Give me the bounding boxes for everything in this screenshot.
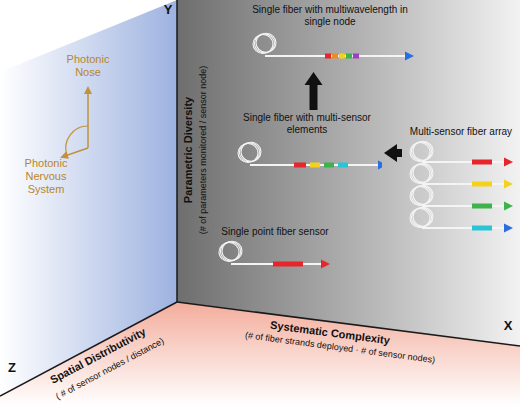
fiber-coil <box>412 164 432 183</box>
floor <box>0 302 520 406</box>
sensor-element <box>472 226 492 231</box>
fiber-coil <box>240 143 260 162</box>
fiber-coil <box>413 141 433 160</box>
illustration-heading: Multi-sensor fiber array <box>404 126 518 138</box>
sensor-element <box>273 262 303 267</box>
illustration-heading: Single point fiber sensor <box>215 226 335 238</box>
axis-letter: Z <box>8 360 16 376</box>
fiber-coil <box>412 208 432 227</box>
sensor-element <box>472 182 492 187</box>
sensor-element <box>353 54 359 59</box>
sensor-element <box>338 163 348 168</box>
fiber-drawing <box>232 138 382 180</box>
axis-subtitle: (# of parameters monitored / sensor node… <box>198 66 209 235</box>
fiber-drawing <box>245 30 415 70</box>
fiber-arrowhead <box>504 224 513 233</box>
axis-letter: Y <box>164 2 173 18</box>
gold-arrow <box>87 88 89 148</box>
sensor-element <box>346 54 352 59</box>
fiber-sensor-illustration: Single point fiber sensor <box>215 226 335 276</box>
block-arrow <box>384 144 402 162</box>
fiber-coil <box>255 34 275 53</box>
fiber-arrowhead <box>378 161 382 170</box>
fiber-arrowhead <box>405 52 414 61</box>
sensor-element <box>324 163 334 168</box>
arrow-head <box>305 72 323 85</box>
fiber-coil <box>412 186 432 205</box>
fiber-coil <box>413 185 433 204</box>
fiber-coil <box>413 163 433 182</box>
sensor-element <box>472 204 492 209</box>
fiber-arrowhead <box>321 260 330 269</box>
fiber-sensor-illustration: Multi-sensor fiber array <box>404 126 518 240</box>
sensor-element <box>310 163 320 168</box>
sensor-element <box>472 160 492 165</box>
arrow-head <box>384 144 397 162</box>
fiber-coil <box>412 142 432 161</box>
sensor-element <box>294 163 306 168</box>
sensor-element <box>325 54 331 59</box>
fiber-coil <box>221 242 241 261</box>
fiber-coil <box>413 207 433 226</box>
fiber-coil <box>256 33 276 52</box>
fiber-drawing <box>404 140 518 240</box>
fiber-coil <box>241 142 261 161</box>
sensor-element <box>339 54 345 59</box>
fiber-sensor-illustration: Single fiber with multi-sensor elements <box>232 112 382 180</box>
fiber-sensor-illustration: Single fiber with multiwavelength in sin… <box>245 4 415 70</box>
fiber-arrowhead <box>504 180 513 189</box>
photonic-label: Photonic Nose <box>60 53 116 79</box>
fiber-arrowhead <box>504 202 513 211</box>
fiber-drawing <box>215 240 335 276</box>
back-wall <box>177 0 520 346</box>
photonic-label: Photonic Nervous System <box>7 157 85 196</box>
y-axis <box>176 0 178 302</box>
arrow-shaft <box>310 84 318 110</box>
block-arrow <box>305 72 323 110</box>
illustration-heading: Single fiber with multiwavelength in sin… <box>245 4 415 28</box>
axis-title: Parametric Diversity <box>182 97 195 203</box>
angle-arc <box>66 126 88 155</box>
axis-letter: X <box>504 318 513 334</box>
fiber-arrowhead <box>504 158 513 167</box>
sensor-element <box>332 54 338 59</box>
fiber-coil <box>222 241 242 260</box>
illustration-heading: Single fiber with multi-sensor elements <box>232 112 382 136</box>
